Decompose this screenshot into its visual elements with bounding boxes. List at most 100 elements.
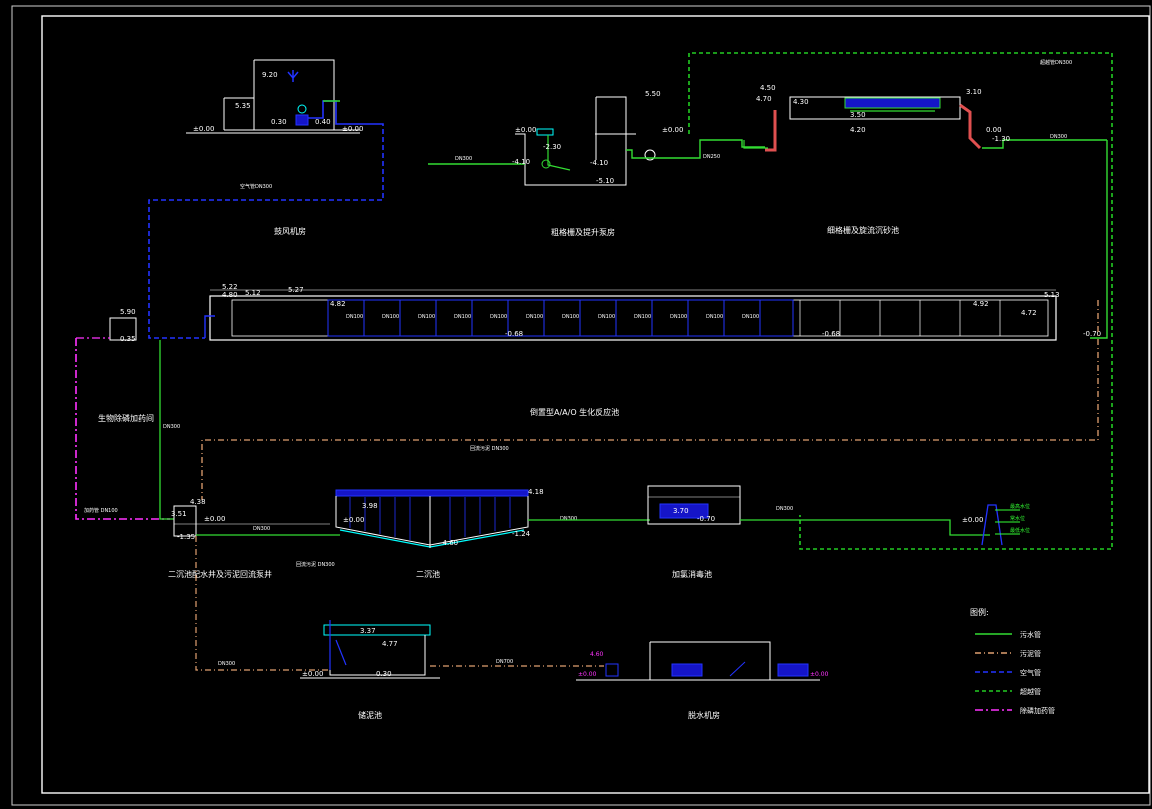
bioreactor-title: 倒置型A/A/O 生化反应池	[530, 407, 619, 417]
clarifier-el-e: -1.24	[512, 530, 531, 538]
bio-el-b: 5.12	[245, 289, 261, 297]
carbon-dosing-title: 生物除磷加药间	[98, 413, 154, 423]
fine-pipe-r: DN300	[1050, 134, 1067, 140]
bio-el-g: 4.72	[1021, 309, 1037, 317]
bio-cell-group: DN100 DN100 DN100 DN100 DN100 DN100 DN100 DN100…	[327, 299, 1001, 337]
bio-cell	[723, 299, 761, 337]
bio-diffuser-label: DN100	[598, 314, 615, 320]
inner-frame	[41, 15, 1150, 794]
bio-el-right-mid: -0.68	[822, 330, 840, 338]
bio-diffuser-label: DN100	[490, 314, 507, 320]
disinfect-pipe: DN300	[776, 506, 793, 512]
dewater-el-c: ±0.00	[810, 671, 829, 678]
thickener-el-d: 0.30	[376, 670, 392, 678]
bio-el-d: 4.82	[330, 300, 346, 308]
outfall-el-a: ±0.00	[962, 516, 983, 524]
pump-el-top: 5.50	[645, 90, 661, 98]
clarifier-el-b: 3.98	[362, 502, 378, 510]
well-el-b: 3.51	[171, 510, 187, 518]
dewatering-title: 脱水机房	[688, 710, 720, 720]
bio-el-out: -0.70	[1083, 330, 1101, 338]
bio-diffuser-label: DN100	[742, 314, 759, 320]
bio-diffuser-label: DN100	[634, 314, 651, 320]
clarifier-title: 二沉池	[416, 569, 440, 579]
legend-label: 除磷加药管	[1020, 706, 1055, 715]
fine-el-f: 3.10	[966, 88, 982, 96]
screen-pump-title: 粗格栅及提升泵房	[551, 227, 615, 237]
bio-in-label: DN300	[163, 424, 180, 430]
dewater-el-b: ±0.00	[578, 671, 597, 678]
sewage-to-bio	[1090, 140, 1108, 339]
fine-el-g: -1.30	[992, 135, 1010, 143]
well-el-c: ±0.00	[204, 515, 225, 523]
sludge-thickener: 3.37 4.77 ±0.00 0.30 DN300 储泥池	[218, 620, 440, 720]
return-sludge-label: 回流污泥 DN300	[470, 445, 509, 452]
legend-title: 图例:	[970, 607, 989, 617]
chem-pipe-label: 加药管 DN100	[84, 507, 118, 514]
pump-el-ground: ±0.00	[515, 126, 536, 134]
bio-to-well-pipe	[159, 340, 174, 520]
pump-el-mid: -2.30	[543, 143, 561, 151]
blower-room-title: 鼓风机房	[274, 226, 306, 236]
bio-diffuser-label: DN100	[346, 314, 363, 320]
pump-el-left: -4.10	[512, 158, 530, 166]
dewater-pipe: DN700	[496, 659, 513, 665]
clarifier-pipe: DN300	[560, 516, 577, 522]
dewater-el-a: 4.60	[590, 651, 604, 658]
fine-el-d: 3.50	[850, 111, 866, 119]
secondary-clarifier: 4.18 3.98 ±0.00 -4.60 -1.24 DN300 回流污泥 D…	[296, 488, 577, 579]
legend-label: 污水管	[1020, 630, 1041, 639]
fine-note: 超越管DN300	[1040, 59, 1072, 66]
air-main-label: 空气管DN300	[240, 183, 272, 190]
blower-el-pump: 0.40	[315, 118, 331, 126]
blower-el-water: 0.30	[271, 118, 287, 126]
fine-screen-grit: 4.50 4.70 4.30 3.50 4.20 3.10 0.00 -1.30…	[703, 59, 1107, 235]
legend-label: 超越管	[1020, 687, 1041, 696]
screen-pump-station: 5.50 ±0.00 -2.30 -4.10 -5.10 -4.10 ±0.00…	[428, 90, 765, 237]
fine-el-e: 4.20	[850, 126, 866, 134]
fine-el-b: 4.70	[756, 95, 772, 103]
dosing-el-a: 5.90	[120, 308, 136, 316]
blower-el-ground-l: ±0.00	[193, 125, 214, 133]
disinfection-tank: 3.70 -0.70 DN300 加氯消毒池	[647, 485, 793, 579]
disinfect-to-outfall	[740, 519, 990, 536]
outfall-level-1: 常水位	[1010, 515, 1025, 522]
fine-screen-title: 细格栅及旋流沉砂池	[827, 225, 899, 235]
chemical-pipe	[75, 338, 170, 520]
carbon-dosing-room: 5.90 0.35 生物除磷加药间	[76, 308, 154, 423]
bio-diffuser-label: DN100	[526, 314, 543, 320]
blower-room: 9.20 5.35 0.30 0.40 ±0.00 ±0.00 鼓风机房	[186, 59, 380, 236]
thickener-el-c: ±0.00	[302, 670, 323, 678]
bio-diffuser-label: DN100	[382, 314, 399, 320]
outfall-level-2: 最低水位	[1010, 527, 1030, 534]
clarifier-el-c: ±0.00	[343, 516, 364, 524]
thickener-el-a: 3.37	[360, 627, 376, 635]
thickener-el-b: 4.77	[382, 640, 398, 648]
distribution-well: 4.38 3.51 ±0.00 -1.35 二沉池配水井及污泥回流泵井	[168, 498, 330, 579]
disinfection-title: 加氯消毒池	[672, 569, 712, 579]
well-el-a: 4.38	[190, 498, 206, 506]
bio-diffuser-label: DN100	[562, 314, 579, 320]
pump-el-bottom: -5.10	[596, 177, 614, 185]
thickener-pipe: DN300	[218, 661, 235, 667]
blower-el-mid: 5.35	[235, 102, 251, 110]
distribution-well-title: 二沉池配水井及污泥回流泵井	[168, 569, 272, 579]
pump-el-right: ±0.00	[662, 126, 683, 134]
pump-pipe-in: DN300	[455, 156, 472, 162]
bio-el-c: 5.27	[288, 286, 304, 294]
clarifier-el-d: -4.60	[440, 539, 458, 547]
bio-el-a: 4.80	[222, 291, 238, 299]
bioreactor: DN100 DN100 DN100 DN100 DN100 DN100 DN100 DN100…	[204, 283, 1101, 417]
legend-label: 污泥管	[1020, 649, 1041, 658]
blower-el-ground-r: ±0.00	[342, 125, 363, 133]
bio-el-f: 5.13	[1044, 291, 1060, 299]
well-el-d: -1.35	[177, 533, 195, 541]
disinfect-el-a: 3.70	[673, 507, 689, 515]
dewatering-room: 4.60 ±0.00 ±0.00 DN700 脱水机房	[496, 641, 829, 720]
clarifier-sludge	[195, 536, 330, 671]
fine-el-out: 0.00	[986, 126, 1002, 134]
outfall-level-0: 最高水位	[1010, 503, 1030, 510]
